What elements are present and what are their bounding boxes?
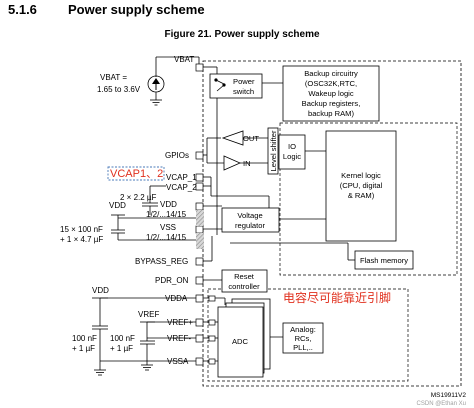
pad-vrefp (195, 318, 204, 327)
voltage-reg-line2: regulator (235, 221, 265, 230)
vcap-cap-value: 2 × 2.2 µF (120, 193, 157, 202)
reset-controller-block (221, 269, 268, 293)
flash-label: Flash memory (360, 256, 408, 265)
level-shifter-block (267, 127, 279, 175)
analog-line2: RCs, (295, 334, 312, 343)
pin-bypass-reg: BYPASS_REG (135, 257, 188, 266)
out-label: OUT (243, 134, 259, 143)
analog-external-wires (92, 297, 196, 376)
adc-cap-right-line2: + 1 µF (110, 344, 133, 353)
voltage-reg-line1: Voltage (237, 211, 262, 220)
analog-domain-outline (207, 288, 409, 382)
section-title: Power supply scheme (68, 2, 205, 17)
voltage-regulator-block (221, 207, 280, 233)
vbat-polarity-icon (152, 78, 160, 90)
reset-line2: controller (228, 282, 260, 291)
vcap-capacitor-icon (142, 185, 166, 215)
pad-vssa (195, 357, 204, 366)
power-switch-block (209, 73, 263, 99)
reset-line1: Reset (234, 272, 255, 281)
pad-vcap1 (195, 173, 204, 182)
kernel-line2: (CPU, digital (340, 181, 383, 190)
csdn-watermark: CSDN @Ethan Xu (417, 401, 466, 407)
out-buffer-icon (221, 130, 244, 146)
pad-vbat (195, 63, 204, 72)
in-label: IN (243, 159, 251, 168)
vdd-hatched-pad (196, 210, 204, 226)
io-logic-line2: Logic (283, 152, 301, 161)
pad-bypass (195, 257, 204, 266)
pin-pdr-on: PDR_ON (155, 276, 189, 285)
analog-vdd-label: VDD (92, 286, 109, 295)
adc-label: ADC (232, 337, 249, 346)
chinese-note: 电容尽可能靠近引脚 (283, 290, 391, 305)
pad-vss (195, 225, 204, 234)
figure-id: MS19911V2 (431, 392, 467, 399)
figure-title: Figure 21. Power supply scheme (164, 29, 319, 40)
backup-line2: (OSC32K,RTC, (305, 79, 357, 88)
pin-vref-plus: VREF+ (167, 318, 193, 327)
level-shifter-label: Level shifter (269, 130, 278, 171)
pad-vcap2 (195, 182, 204, 191)
pin-vref-minus: VREF- (167, 334, 191, 343)
adc-cap-left-line2: + 1 µF (72, 344, 95, 353)
vbat-source-icon (147, 56, 200, 106)
backup-line3: Wakeup logic (308, 89, 354, 98)
pin-vcap2: VCAP_2 (166, 183, 197, 192)
pad-vdd (195, 202, 204, 211)
vdd-decoupling-icon (111, 214, 196, 241)
analog-line1: Analog: (290, 325, 316, 334)
backup-line1: Backup circuitry (304, 69, 358, 78)
vdd-cap-label: VDD (109, 201, 126, 210)
pin-vdd: VDD (160, 200, 177, 209)
analog-line3: PLL,.. (293, 343, 313, 352)
pad-vdda (195, 294, 204, 303)
adc-block (217, 306, 264, 378)
pin-vss: VSS (160, 223, 176, 232)
chip-outline (202, 60, 462, 387)
vbat-range-line1: VBAT = (100, 73, 127, 82)
backup-line4: Backup registers, (302, 99, 361, 108)
vbat-range-line2: 1.65 to 3.6V (97, 85, 141, 94)
adc-cap-right-line1: 100 nF (110, 334, 135, 343)
section-number: 5.1.6 (8, 2, 37, 17)
pad-pdr (195, 276, 204, 285)
kernel-line1: Kernel logic (341, 171, 381, 180)
pad-gpios (195, 151, 204, 160)
io-logic-block (278, 134, 306, 170)
switch-icon (214, 78, 226, 92)
kernel-line3: & RAM) (348, 191, 375, 200)
io-logic-line1: IO (288, 142, 296, 151)
backup-line5: backup RAM) (308, 109, 354, 118)
kernel-logic-block (325, 130, 397, 242)
adc-input-pad-icons (208, 295, 216, 365)
vref-ext-label: VREF (138, 310, 159, 319)
core-supply-wires (203, 176, 326, 262)
vcap-note-box (107, 166, 165, 181)
pin-vbat: VBAT (174, 55, 194, 64)
vcap-note: VCAP1、2 (110, 168, 163, 180)
pin-vssa: VSSA (167, 357, 189, 366)
adc-cap-left-line1: 100 nF (72, 334, 97, 343)
in-buffer-icon (223, 155, 241, 171)
power-switch-label-1: Power (233, 77, 255, 86)
pin-gpios: GPIOs (165, 151, 189, 160)
pin-vdda: VDDA (165, 294, 188, 303)
backup-circuitry-block (282, 65, 380, 122)
decoupling-line1: 15 × 100 nF (60, 225, 103, 234)
power-switch-label-2: switch (233, 87, 254, 96)
pin-vdd-range: 1/2/...14/15 (146, 210, 187, 219)
vss-hatched-pad (196, 233, 204, 249)
kernel-domain-outline (279, 122, 458, 276)
analog-block (282, 322, 324, 354)
decoupling-line2: + 1 × 4.7 µF (60, 235, 103, 244)
pad-vrefm (195, 334, 204, 343)
pin-vss-range: 1/2/...14/15 (146, 233, 187, 242)
pin-vcap1: VCAP_1 (166, 173, 197, 182)
gpio-wires (203, 137, 326, 164)
